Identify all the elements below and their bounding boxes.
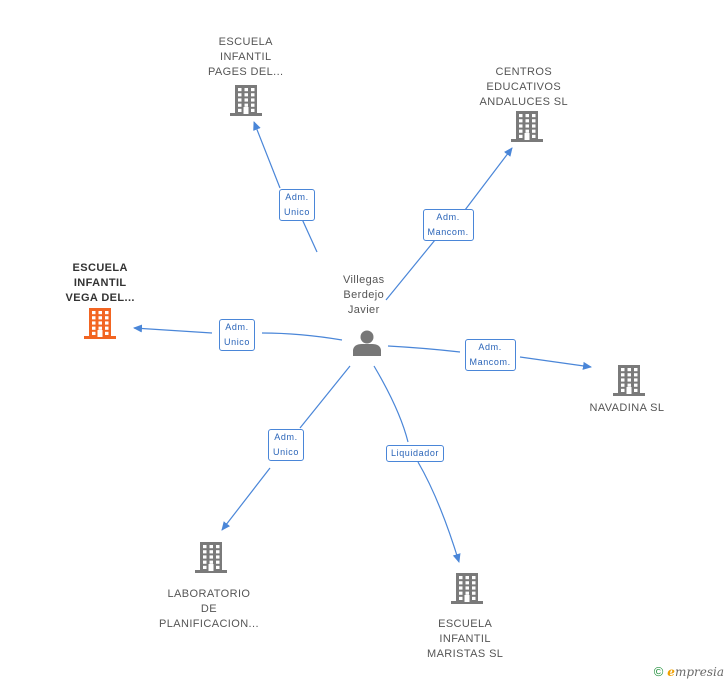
company-name-escuela-infantil-vega-line: INFANTIL — [73, 277, 127, 289]
company-name-centros-educativos-andaluces: CENTROS EDUCATIVOS ANDALUCES SL — [480, 65, 569, 110]
copyright-symbol: © — [653, 664, 664, 679]
relation-label[interactable]: Adm. Unico — [268, 429, 305, 461]
relation-edge — [253, 121, 281, 189]
company-name-laboratorio-planificacion: LABORATORIO DE PLANIFICACION... — [159, 587, 259, 632]
relation-label-line: Mancom. — [427, 227, 469, 237]
relation-label[interactable]: Adm. Unico — [219, 319, 256, 351]
relation-edge — [299, 365, 351, 429]
relation-label[interactable]: Adm. Mancom. — [422, 209, 474, 241]
building-icon[interactable] — [511, 111, 543, 142]
building-icon[interactable] — [451, 573, 483, 604]
relation-edge — [519, 356, 592, 370]
relation-label-line: Adm. — [274, 432, 298, 442]
building-icon[interactable] — [84, 308, 116, 339]
person-icon[interactable] — [353, 330, 381, 357]
company-name-centros-educativos-andaluces-line: EDUCATIVOS — [486, 81, 562, 93]
relation-label-line: Unico — [273, 447, 300, 457]
relation-edge — [261, 332, 343, 341]
relation-edge — [464, 147, 513, 211]
company-name-escuela-infantil-vega: ESCUELA INFANTIL VEGA DEL... — [66, 261, 135, 306]
relation-edge — [221, 467, 271, 531]
relation-edge — [387, 345, 461, 353]
relation-edge — [373, 365, 409, 443]
relation-edge — [385, 239, 436, 301]
person-name-line: Javier — [347, 304, 380, 316]
person-name-line: Berdejo — [343, 289, 385, 301]
company-name-escuela-infantil-pages-line: PAGES DEL... — [208, 66, 284, 78]
company-name-escuela-infantil-pages: ESCUELA INFANTIL PAGES DEL... — [208, 35, 284, 80]
relation-label-line: Adm. — [285, 192, 309, 202]
company-name-escuela-infantil-pages-line: INFANTIL — [220, 51, 272, 63]
relation-label-line: Unico — [224, 337, 251, 347]
company-name-escuela-infantil-maristas-line: INFANTIL — [439, 633, 491, 645]
relation-label-line: Adm. — [225, 322, 249, 332]
relation-label-line: Unico — [284, 207, 311, 217]
person-name-line: Villegas — [343, 274, 385, 286]
company-name-laboratorio-planificacion-line: PLANIFICACION... — [159, 618, 259, 630]
company-name-escuela-infantil-vega-line: VEGA DEL... — [65, 292, 135, 304]
company-name-laboratorio-planificacion-line: LABORATORIO — [167, 588, 251, 600]
building-icon[interactable] — [230, 85, 262, 116]
relation-label-line: Mancom. — [469, 357, 511, 367]
company-name-navadina: NAVADINA SL — [590, 401, 665, 416]
relation-label[interactable]: Liquidador — [386, 444, 445, 462]
relation-label-line: Adm. — [436, 212, 460, 222]
company-name-centros-educativos-andaluces-line: ANDALUCES SL — [479, 96, 569, 108]
building-icon[interactable] — [195, 542, 227, 573]
company-name-centros-educativos-andaluces-line: CENTROS — [495, 66, 553, 78]
relation-label-line: Liquidador — [391, 447, 440, 458]
brand-logo-initial: e — [667, 665, 675, 679]
company-name-escuela-infantil-maristas-line: MARISTAS SL — [427, 648, 504, 660]
company-name-escuela-infantil-maristas: ESCUELA INFANTIL MARISTAS SL — [427, 617, 503, 662]
relation-label[interactable]: Adm. Unico — [279, 189, 316, 221]
relation-label-line: Adm. — [478, 342, 502, 352]
relation-edge — [417, 461, 461, 563]
brand-logo-text: mpresia — [674, 665, 724, 679]
company-name-escuela-infantil-pages-line: ESCUELA — [218, 36, 273, 48]
relation-label[interactable]: Adm. Mancom. — [464, 339, 516, 371]
company-name-escuela-infantil-maristas-line: ESCUELA — [438, 618, 493, 630]
company-name-navadina-line: NAVADINA SL — [589, 402, 665, 414]
footer-credit: ©empresia — [654, 664, 724, 679]
building-icon[interactable] — [613, 365, 645, 396]
company-name-laboratorio-planificacion-line: DE — [200, 603, 217, 615]
relation-edge — [133, 324, 213, 334]
company-name-escuela-infantil-vega-line: ESCUELA — [72, 262, 128, 274]
